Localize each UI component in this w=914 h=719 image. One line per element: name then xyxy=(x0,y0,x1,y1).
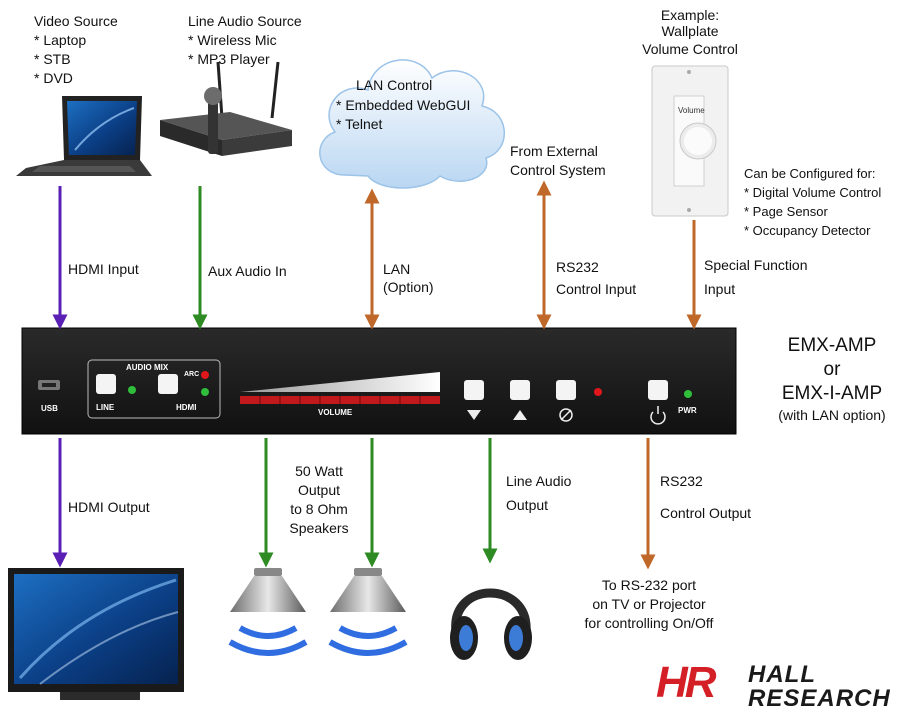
video-source-item-2: * STB xyxy=(34,51,71,67)
video-source-title: Video Source xyxy=(34,13,118,29)
laptop-icon xyxy=(16,96,152,176)
speaker-output-line-4: Speakers xyxy=(289,520,349,536)
lan-label-line-2: (Option) xyxy=(383,279,434,295)
logo-word-hall: HALL xyxy=(748,661,816,688)
panel-audio-mix-label: AUDIO MIX xyxy=(126,363,169,372)
lan-control-title: LAN Control xyxy=(356,77,433,93)
logo-mark: HR xyxy=(656,658,717,707)
rs232-input-line-1: RS232 xyxy=(556,259,599,275)
panel-volume-label: VOLUME xyxy=(318,408,353,417)
panel-pwr-label: PWR xyxy=(678,406,697,415)
line-audio-output-line-1: Line Audio xyxy=(506,473,572,489)
configure-title: Can be Configured for: xyxy=(744,166,876,181)
device-name-3: EMX-I-AMP xyxy=(781,383,883,404)
audio-source-item-2: * MP3 Player xyxy=(188,51,270,67)
monitor-icon xyxy=(8,568,184,700)
panel-usb-label: USB xyxy=(41,404,58,413)
speaker-output-line-1: 50 Watt xyxy=(295,463,343,479)
wallplate-knob-label: Volume xyxy=(678,106,705,115)
device-front-panel xyxy=(21,327,737,435)
lan-control-item-2: * Telnet xyxy=(336,116,383,132)
lan-label-line-1: LAN xyxy=(383,261,411,277)
device-subtitle: (with LAN option) xyxy=(778,407,886,423)
special-input-line-1: Special Function xyxy=(704,257,808,273)
rs232-target-line-3: for controlling On/Off xyxy=(584,615,714,631)
video-source-item-3: * DVD xyxy=(34,70,73,86)
rs232-output-line-1: RS232 xyxy=(660,473,703,489)
wallplate-line-3: Volume Control xyxy=(642,41,738,57)
audio-source-title: Line Audio Source xyxy=(188,13,302,29)
rs232-output-line-2: Control Output xyxy=(660,505,752,521)
speaker-output-line-2: Output xyxy=(297,482,341,498)
configure-item-3: * Occupancy Detector xyxy=(744,223,871,238)
wallplate-line-1: Example: xyxy=(660,7,720,23)
panel-arc-label: ARC xyxy=(184,371,200,378)
connection-arrows xyxy=(52,180,702,570)
hdmi-output-label: HDMI Output xyxy=(68,499,150,515)
external-control-line-2: Control System xyxy=(510,162,606,178)
headphones-icon xyxy=(450,588,532,660)
speaker-right-icon xyxy=(328,568,408,656)
configure-item-2: * Page Sensor xyxy=(744,204,828,219)
video-source-item-1: * Laptop xyxy=(34,32,87,48)
wallplate-icon xyxy=(651,65,729,217)
lan-control-item-1: * Embedded WebGUI xyxy=(336,97,471,113)
speaker-left-icon xyxy=(228,568,308,656)
configure-item-1: * Digital Volume Control xyxy=(744,185,882,200)
device-name-2: or xyxy=(823,359,841,380)
panel-line-label: LINE xyxy=(96,403,115,412)
audio-source-item-1: * Wireless Mic xyxy=(188,32,277,48)
aux-input-label: Aux Audio In xyxy=(208,263,287,279)
rs232-target-line-1: To RS-232 port xyxy=(601,577,697,593)
wireless-receiver-icon xyxy=(160,61,292,156)
speaker-output-line-3: to 8 Ohm xyxy=(290,501,348,517)
rs232-input-line-2: Control Input xyxy=(556,281,637,297)
hdmi-input-label: HDMI Input xyxy=(68,261,139,277)
external-control-line-1: From External xyxy=(510,143,598,159)
wallplate-line-2: Wallplate xyxy=(661,23,719,39)
panel-hdmi-label: HDMI xyxy=(176,403,197,412)
line-audio-output-line-2: Output xyxy=(506,497,549,513)
logo-word-research: RESEARCH xyxy=(748,685,891,712)
cloud-icon xyxy=(319,59,505,189)
special-input-line-2: Input xyxy=(704,281,736,297)
device-name-1: EMX-AMP xyxy=(787,335,877,356)
rs232-target-line-2: on TV or Projector xyxy=(592,596,706,612)
